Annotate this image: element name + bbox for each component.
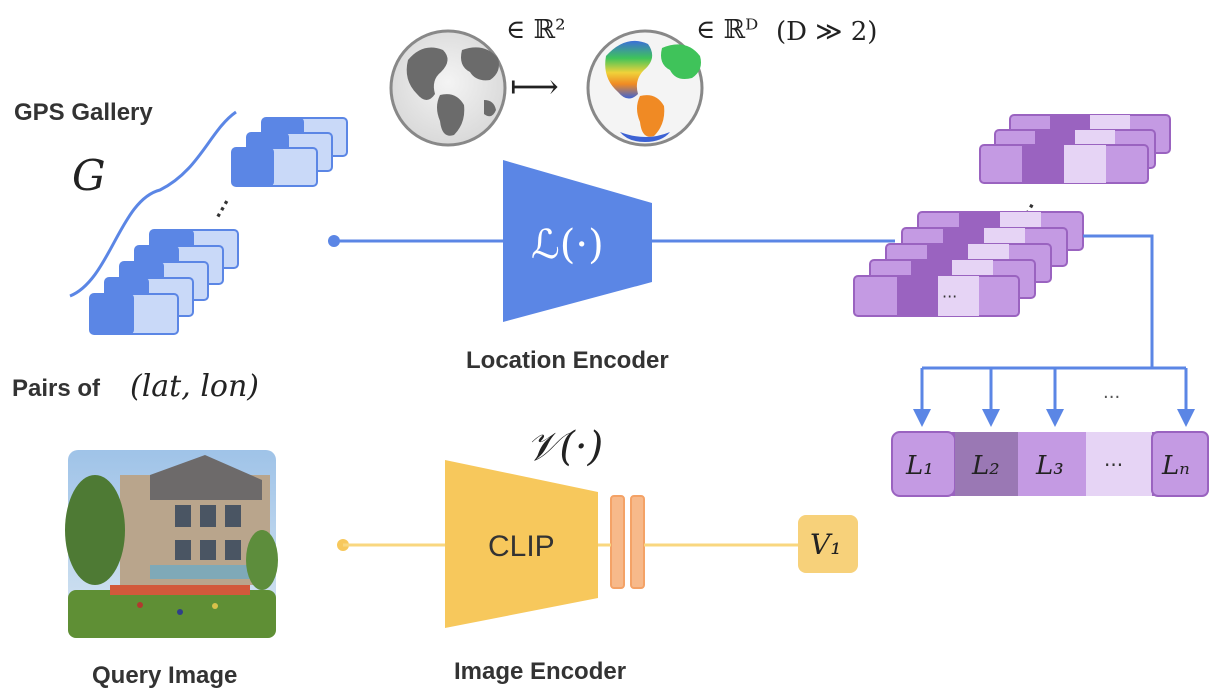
image-encoder-label: Image Encoder — [454, 658, 626, 685]
embedding-stack-top — [979, 114, 1171, 184]
location-encoder-fn: ℒ(·) — [531, 222, 604, 268]
gallery-ellipsis: ··· — [206, 192, 239, 224]
embedding-branch-line — [1083, 234, 1154, 368]
embedding-cell-l3: L₃ — [1035, 451, 1064, 481]
projection-bar-1 — [610, 495, 625, 589]
image-encoder-shape — [445, 460, 598, 628]
arrows-ellipsis: ··· — [1103, 387, 1120, 408]
pairs-of-label: Pairs of — [12, 375, 101, 402]
v1-label: V₁ — [810, 528, 841, 561]
gray-globe-icon — [389, 29, 507, 147]
gps-pair-stack-bottom — [89, 229, 239, 335]
gps-gallery-label: GPS Gallery — [14, 99, 153, 126]
embedding-cell-l1: L₁ — [905, 451, 934, 481]
image-encoder-fn: 𝒱(·) — [526, 424, 603, 470]
embedding-stack-bottom: ··· — [853, 211, 1084, 317]
embedding-cell-ellipsis: ··· — [942, 287, 957, 306]
in-rd-label: ∈ ℝᴰ — [696, 15, 758, 45]
gallery-symbol: G — [72, 151, 106, 200]
embedding-cell-ellipsis-row: ··· — [1104, 453, 1123, 477]
gallery-brace — [69, 110, 237, 298]
clip-label: CLIP — [488, 530, 555, 563]
location-embedding-row: L₁ L₂ L₃ ··· Lₙ — [891, 431, 1209, 497]
lat-lon-label: (lat, lon) — [130, 369, 259, 404]
location-encoder-shape — [503, 160, 652, 322]
query-image-label: Query Image — [92, 662, 237, 689]
d-condition-label: (D ≫ 2) — [776, 17, 877, 47]
maps-to-arrow: ⟼ — [510, 67, 559, 107]
projection-bar-2 — [630, 495, 645, 589]
v1-box — [798, 515, 858, 573]
gps-pair-stack-top — [231, 117, 348, 187]
query-image — [65, 450, 278, 638]
heatmap-globe-icon — [586, 29, 704, 147]
location-encoder-label: Location Encoder — [466, 347, 669, 374]
in-r2-label: ∈ ℝ² — [506, 15, 566, 45]
embedding-cell-ln: Lₙ — [1161, 451, 1190, 481]
embedding-cell-l2: L₂ — [971, 451, 1000, 481]
